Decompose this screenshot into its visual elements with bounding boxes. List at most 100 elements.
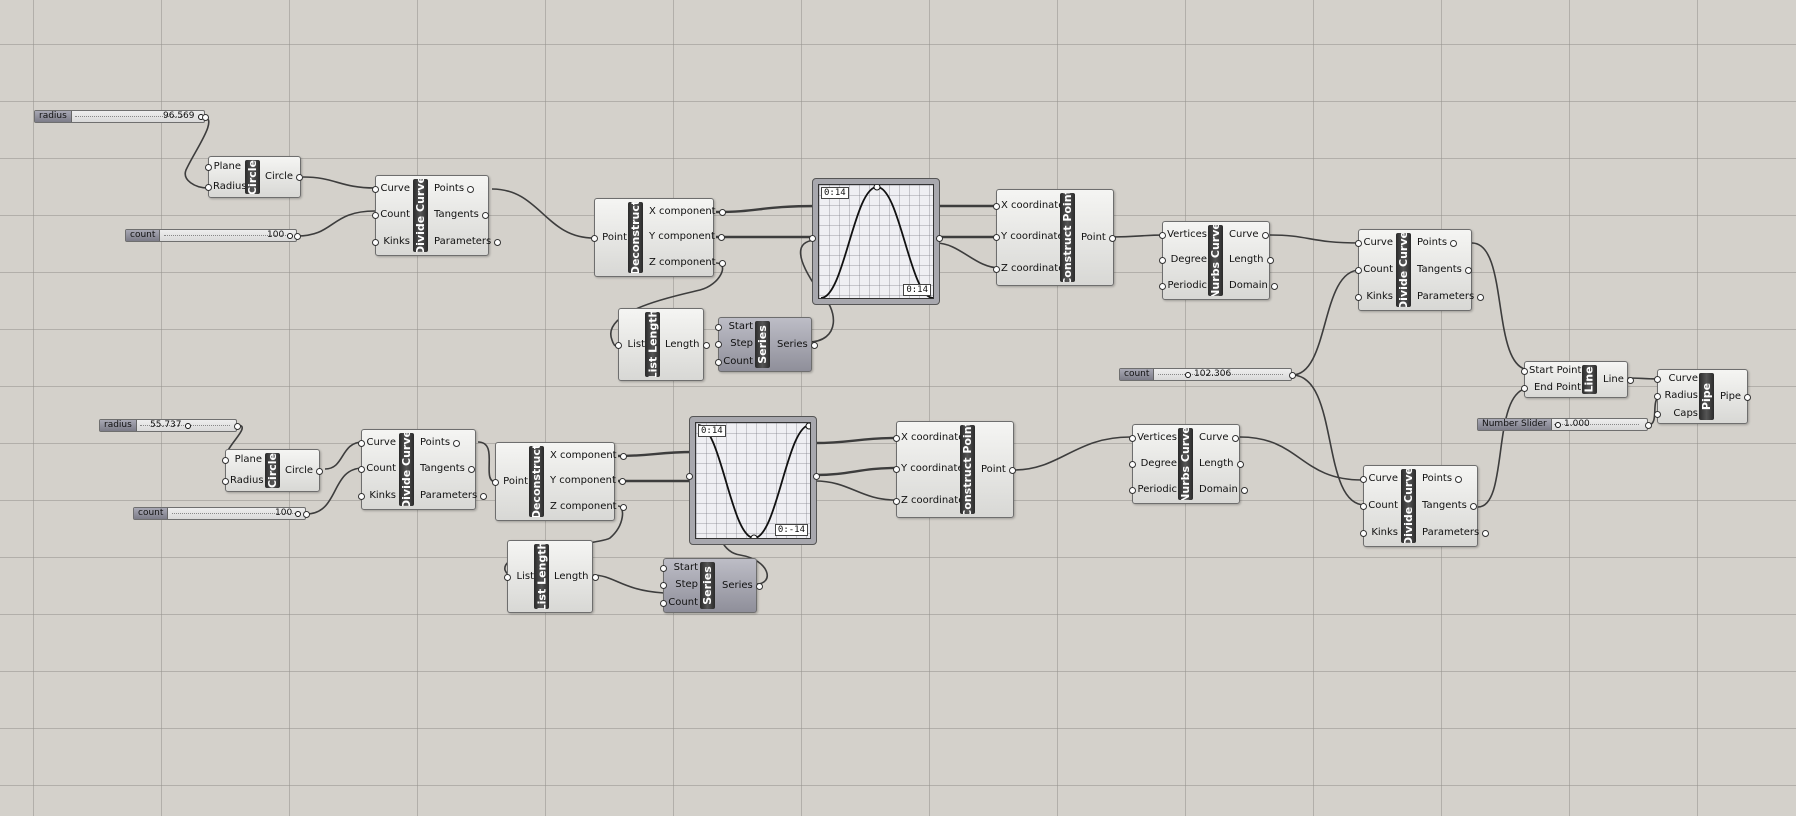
slider-radius-bottom[interactable]: radius 55.737 bbox=[99, 419, 241, 432]
curve-handle-peak[interactable] bbox=[873, 185, 881, 191]
output-tangents[interactable]: Tangents bbox=[434, 209, 489, 221]
component-title[interactable]: Deconstruct bbox=[529, 446, 544, 517]
output-tangents[interactable]: Tangents bbox=[1417, 263, 1472, 275]
slider-knob[interactable] bbox=[1185, 371, 1191, 378]
output-curve[interactable]: Curve bbox=[1199, 432, 1238, 443]
input-count[interactable]: Count bbox=[660, 597, 698, 609]
component-series-bottom[interactable]: Start Step Count Series Series bbox=[660, 558, 763, 613]
output-grip[interactable] bbox=[1645, 422, 1652, 429]
output-tangents[interactable]: Tangents bbox=[420, 463, 475, 475]
input-periodic[interactable]: Periodic bbox=[1129, 484, 1177, 495]
output-grip[interactable] bbox=[303, 511, 310, 518]
output-parameters[interactable]: Parameters bbox=[1417, 290, 1485, 302]
component-title[interactable]: Circle bbox=[245, 160, 260, 194]
component-construct-point-bottom[interactable]: X coordinate Y coordinate Z coordinate C… bbox=[893, 421, 1016, 518]
graph-plot-area[interactable]: 0:14 0:14 bbox=[818, 184, 934, 299]
input-count[interactable]: Count bbox=[358, 463, 396, 475]
output-z-component[interactable]: Z component bbox=[649, 257, 726, 269]
input-start[interactable]: Start bbox=[715, 321, 753, 333]
input-z-coordinate[interactable]: Z coordinate bbox=[893, 495, 965, 507]
output-grip[interactable] bbox=[1289, 372, 1296, 379]
component-list-length-top[interactable]: List List Length Length bbox=[615, 308, 709, 381]
input-caps[interactable]: Caps bbox=[1654, 408, 1698, 420]
input-step[interactable]: Step bbox=[660, 579, 698, 591]
component-title[interactable]: Pipe bbox=[1699, 373, 1714, 420]
output-x-component[interactable]: X component bbox=[550, 449, 627, 461]
output-grip[interactable] bbox=[202, 114, 209, 121]
component-title[interactable]: Circle bbox=[265, 453, 280, 488]
component-deconstruct-bottom[interactable]: Point Deconstruct X component Y componen… bbox=[492, 442, 627, 521]
input-y-coordinate[interactable]: Y coordinate bbox=[993, 231, 1064, 243]
output-points[interactable]: Points bbox=[434, 183, 475, 195]
graph-output-grip[interactable] bbox=[813, 473, 820, 480]
slider-knob[interactable] bbox=[287, 232, 294, 239]
input-point[interactable]: Point bbox=[591, 232, 627, 244]
input-periodic[interactable]: Periodic bbox=[1159, 280, 1207, 292]
component-pipe[interactable]: Curve Radius Caps Pipe Pipe bbox=[1654, 369, 1752, 424]
component-title[interactable]: Divide Curve bbox=[1401, 469, 1416, 543]
input-degree[interactable]: Degree bbox=[1129, 458, 1177, 470]
component-title[interactable]: Series bbox=[700, 562, 715, 609]
curve-handle-trough[interactable] bbox=[750, 534, 758, 539]
component-title[interactable]: Nurbs Curve bbox=[1208, 225, 1223, 296]
input-curve[interactable]: Curve bbox=[1360, 473, 1398, 485]
slider-knob[interactable] bbox=[184, 422, 191, 429]
input-kinks[interactable]: Kinks bbox=[372, 236, 410, 248]
input-start-point[interactable]: Start Point bbox=[1521, 364, 1582, 376]
component-circle-bottom[interactable]: Plane Radius Circle Circle bbox=[222, 449, 324, 492]
input-vertices[interactable]: Vertices bbox=[1159, 228, 1207, 240]
component-title[interactable]: Divide Curve bbox=[1396, 233, 1411, 307]
output-circle[interactable]: Circle bbox=[285, 464, 324, 476]
input-end-point[interactable]: End Point bbox=[1521, 382, 1581, 394]
output-grip[interactable] bbox=[294, 233, 301, 240]
input-count[interactable]: Count bbox=[1360, 499, 1398, 511]
input-curve[interactable]: Curve bbox=[1355, 237, 1393, 249]
output-length[interactable]: Length bbox=[1229, 254, 1273, 266]
component-divide-curve-bottom[interactable]: Curve Count Kinks Divide Curve Points Ta… bbox=[358, 429, 488, 510]
component-title[interactable]: Series bbox=[755, 321, 770, 368]
output-parameters[interactable]: Parameters bbox=[420, 489, 488, 501]
output-curve[interactable]: Curve bbox=[1229, 228, 1268, 240]
input-kinks[interactable]: Kinks bbox=[358, 490, 396, 502]
component-title[interactable]: Deconstruct bbox=[628, 202, 643, 273]
output-length[interactable]: Length bbox=[665, 338, 709, 350]
output-series[interactable]: Series bbox=[777, 338, 818, 350]
component-title[interactable]: List Length bbox=[534, 544, 549, 609]
graph-plot-area[interactable]: 0:14 0:-14 bbox=[695, 422, 811, 539]
slider-knob[interactable] bbox=[1555, 421, 1561, 428]
component-construct-point-top[interactable]: X coordinate Y coordinate Z coordinate C… bbox=[993, 189, 1116, 286]
slider-count-bottom[interactable]: count 100 bbox=[133, 507, 310, 520]
input-radius[interactable]: Radius bbox=[205, 181, 247, 192]
output-line[interactable]: Line bbox=[1603, 373, 1634, 385]
component-title[interactable]: Nurbs Curve bbox=[1178, 428, 1193, 500]
output-parameters[interactable]: Parameters bbox=[1422, 526, 1490, 538]
input-y-coordinate[interactable]: Y coordinate bbox=[893, 463, 964, 475]
component-deconstruct-top[interactable]: Point Deconstruct X component Y componen… bbox=[591, 198, 726, 277]
output-length[interactable]: Length bbox=[1199, 458, 1243, 469]
output-y-component[interactable]: Y component bbox=[550, 475, 626, 487]
component-divide-curve-top[interactable]: Curve Count Kinks Divide Curve Points Ta… bbox=[372, 175, 502, 256]
input-start[interactable]: Start bbox=[660, 562, 698, 574]
input-curve[interactable]: Curve bbox=[358, 437, 396, 449]
output-points[interactable]: Points bbox=[1417, 237, 1458, 249]
slider-count-mid[interactable]: count 102.306 bbox=[1119, 368, 1296, 381]
output-point[interactable]: Point bbox=[981, 463, 1016, 475]
input-curve[interactable]: Curve bbox=[1654, 373, 1698, 385]
slider-knob[interactable] bbox=[295, 510, 302, 517]
component-title[interactable]: Divide Curve bbox=[399, 433, 414, 506]
input-kinks[interactable]: Kinks bbox=[1355, 291, 1393, 303]
component-line[interactable]: Start Point End Point Line Line bbox=[1521, 361, 1634, 398]
input-step[interactable]: Step bbox=[715, 338, 753, 350]
curve-handle-end[interactable] bbox=[805, 423, 811, 430]
input-x-coordinate[interactable]: X coordinate bbox=[893, 431, 965, 443]
output-z-component[interactable]: Z component bbox=[550, 501, 627, 513]
component-title[interactable]: Construct Point bbox=[960, 425, 975, 514]
input-vertices[interactable]: Vertices bbox=[1129, 432, 1177, 443]
component-title[interactable]: Construct Point bbox=[1060, 193, 1075, 282]
output-series[interactable]: Series bbox=[722, 579, 763, 591]
input-list[interactable]: List bbox=[615, 339, 645, 351]
input-list[interactable]: List bbox=[504, 571, 534, 583]
output-length[interactable]: Length bbox=[554, 570, 598, 582]
input-point[interactable]: Point bbox=[492, 476, 528, 488]
slider-number-slider[interactable]: Number Slider 1.000 bbox=[1477, 418, 1652, 431]
